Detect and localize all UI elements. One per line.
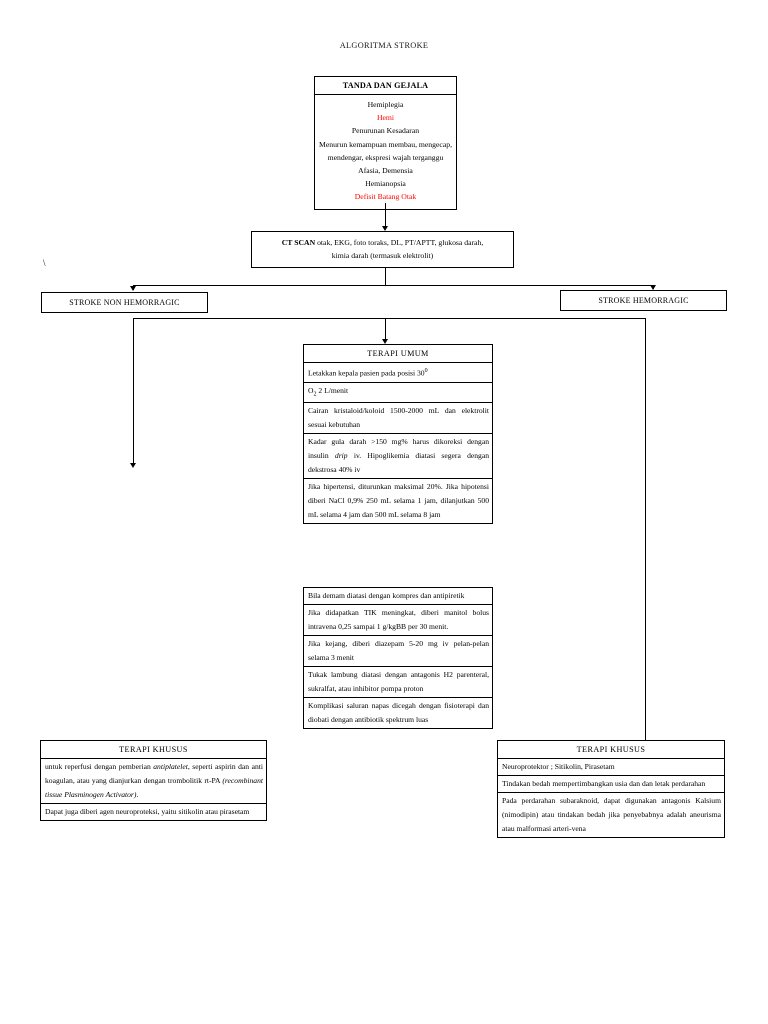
terapi-khusus-kanan-row: Pada perdarahan subaraknoid, dapat digun… bbox=[498, 792, 724, 837]
symptom-line-red: Hemi bbox=[376, 113, 395, 123]
terapi-lanjutan-row: Komplikasi saluran napas dicegah dengan … bbox=[304, 697, 492, 728]
tanda-dan-gejala-body: Hemiplegia Hemi Penurunan Kesadaran Menu… bbox=[315, 95, 456, 209]
tanda-dan-gejala-box: TANDA DAN GEJALA Hemiplegia Hemi Penurun… bbox=[314, 76, 457, 210]
connector-ctscan-down bbox=[385, 268, 386, 285]
terapi-umum-row-text: O bbox=[308, 385, 314, 395]
terapi-khusus-kiri-row: Dapat juga diberi agen neuroproteksi, ya… bbox=[41, 803, 266, 820]
terapi-umum-title: TERAPI UMUM bbox=[367, 349, 429, 358]
symptom-line: Menurun kemampuan membau, mengecap, bbox=[319, 139, 452, 149]
arrowhead-stroke-hemorragic bbox=[650, 285, 656, 290]
ct-scan-line-1: CT SCAN otak, EKG, foto toraks, DL, PT/A… bbox=[258, 236, 507, 249]
stray-backslash-mark: \ bbox=[43, 258, 46, 268]
arrowhead-ctscan bbox=[382, 226, 388, 231]
arrowhead-terapi-umum bbox=[382, 339, 388, 344]
connector-branch-horizontal bbox=[133, 285, 653, 286]
segment-italic-antiplatelet: antiplatelet bbox=[153, 762, 188, 771]
terapi-khusus-kiri-box: TERAPI KHUSUS untuk reperfusi dengan pem… bbox=[40, 740, 267, 821]
connector-merge-horizontal bbox=[133, 318, 646, 319]
terapi-lanjutan-row: Jika didapatkan TIK meningkat, diberi ma… bbox=[304, 604, 492, 635]
stroke-hemorragic-label: STROKE HEMORRAGIC bbox=[598, 296, 689, 305]
terapi-umum-box: TERAPI UMUM Letakkan kepala pasien pada … bbox=[303, 344, 493, 525]
terapi-umum-row: O2 2 L/menit bbox=[304, 381, 492, 403]
terapi-umum-row: Kadar gula darah >150 mg% harus dikoreks… bbox=[304, 433, 492, 478]
terapi-umum-row-text: Letakkan kepala pasien pada posisi 30 bbox=[308, 368, 425, 378]
ct-scan-bold-prefix: CT SCAN bbox=[281, 238, 316, 247]
terapi-lanjutan-row: Tukak lambung diatasi dengan antagonis H… bbox=[304, 666, 492, 697]
symptom-line-red: Defisit Batang Otak bbox=[354, 192, 417, 202]
terapi-khusus-kanan-box: TERAPI KHUSUS Neuroprotektor ; Sitikolin… bbox=[497, 740, 725, 838]
terapi-umum-row-text: Kadar gula darah >150 mg% harus dikoreks… bbox=[308, 437, 489, 461]
terapi-lanjutan-row: Jika kejang, diberi diazepam 5-20 mg iv … bbox=[304, 635, 492, 666]
segment-plain: . bbox=[136, 790, 139, 799]
stroke-hemorragic-box: STROKE HEMORRAGIC bbox=[560, 290, 727, 311]
terapi-lanjutan-row: Bila demam diatasi dengan kompres dan an… bbox=[308, 591, 465, 600]
arrowhead-left-branch-down bbox=[130, 463, 136, 468]
ct-scan-box: CT SCAN otak, EKG, foto toraks, DL, PT/A… bbox=[251, 231, 514, 269]
connector-center-to-terapi-umum bbox=[385, 318, 386, 340]
terapi-khusus-kanan-title: TERAPI KHUSUS bbox=[576, 745, 646, 754]
oxygen-subscript: 2 bbox=[313, 391, 317, 398]
degree-symbol: 0 bbox=[424, 368, 428, 374]
segment-italic-rtpa-expansion: (recombinant tissue Plasminogen Activato… bbox=[45, 776, 263, 799]
drip-italic: drip bbox=[334, 451, 348, 461]
terapi-umum-row: Cairan kristaloid/koloid 1500-2000 mL da… bbox=[304, 402, 492, 433]
terapi-khusus-kiri-row: untuk reperfusi dengan pemberian antipla… bbox=[41, 758, 266, 803]
terapi-umum-row-text-rest: iv. Hipoglikemia diatasi segera dengan d… bbox=[308, 451, 489, 475]
symptom-line: Hemianopsia bbox=[365, 179, 406, 189]
symptom-line: Afasia, Demensia bbox=[358, 166, 413, 176]
ct-scan-line-2: kimia darah (termasuk elektrolit) bbox=[331, 251, 434, 261]
stroke-non-hemorragic-box: STROKE NON HEMORRAGIC bbox=[41, 292, 208, 313]
connector-right-down bbox=[645, 318, 646, 743]
terapi-khusus-kanan-row: Neuroprotektor ; Sitikolin, Pirasetam bbox=[498, 758, 724, 775]
ct-scan-body: CT SCAN otak, EKG, foto toraks, DL, PT/A… bbox=[252, 232, 513, 267]
arrowhead-stroke-non-hemorragic bbox=[130, 286, 136, 291]
symptom-line: mendengar, ekspresi wajah terganggu bbox=[327, 152, 444, 162]
connector-left-down bbox=[133, 318, 134, 465]
terapi-khusus-kanan-row: Tindakan bedah mempertimbangkan usia dan… bbox=[498, 775, 724, 792]
ct-scan-line-1-rest: otak, EKG, foto toraks, DL, PT/APTT, glu… bbox=[315, 238, 484, 247]
connector-gejala-to-ctscan bbox=[385, 203, 386, 227]
terapi-lanjutan-box: Bila demam diatasi dengan kompres dan an… bbox=[303, 587, 493, 729]
segment-plain: untuk reperfusi dengan pemberian bbox=[45, 762, 154, 771]
symptom-line: Penurunan Kesadaran bbox=[351, 126, 420, 136]
terapi-umum-row: Jika hipertensi, diturunkan maksimal 20%… bbox=[304, 478, 492, 523]
tanda-dan-gejala-title: TANDA DAN GEJALA bbox=[315, 77, 456, 95]
terapi-umum-row: Letakkan kepala pasien pada posisi 300 bbox=[304, 362, 492, 382]
symptom-line: Hemiplegia bbox=[367, 100, 404, 109]
page-title: ALGORITMA STROKE bbox=[339, 41, 429, 50]
terapi-khusus-kiri-title: TERAPI KHUSUS bbox=[119, 745, 188, 754]
stroke-non-hemorragic-label: STROKE NON HEMORRAGIC bbox=[69, 298, 180, 307]
terapi-umum-row-text-rest: 2 L/menit bbox=[316, 385, 349, 395]
segment-plain: , seperti aspirin dan anti koagulan, ata… bbox=[45, 762, 263, 785]
